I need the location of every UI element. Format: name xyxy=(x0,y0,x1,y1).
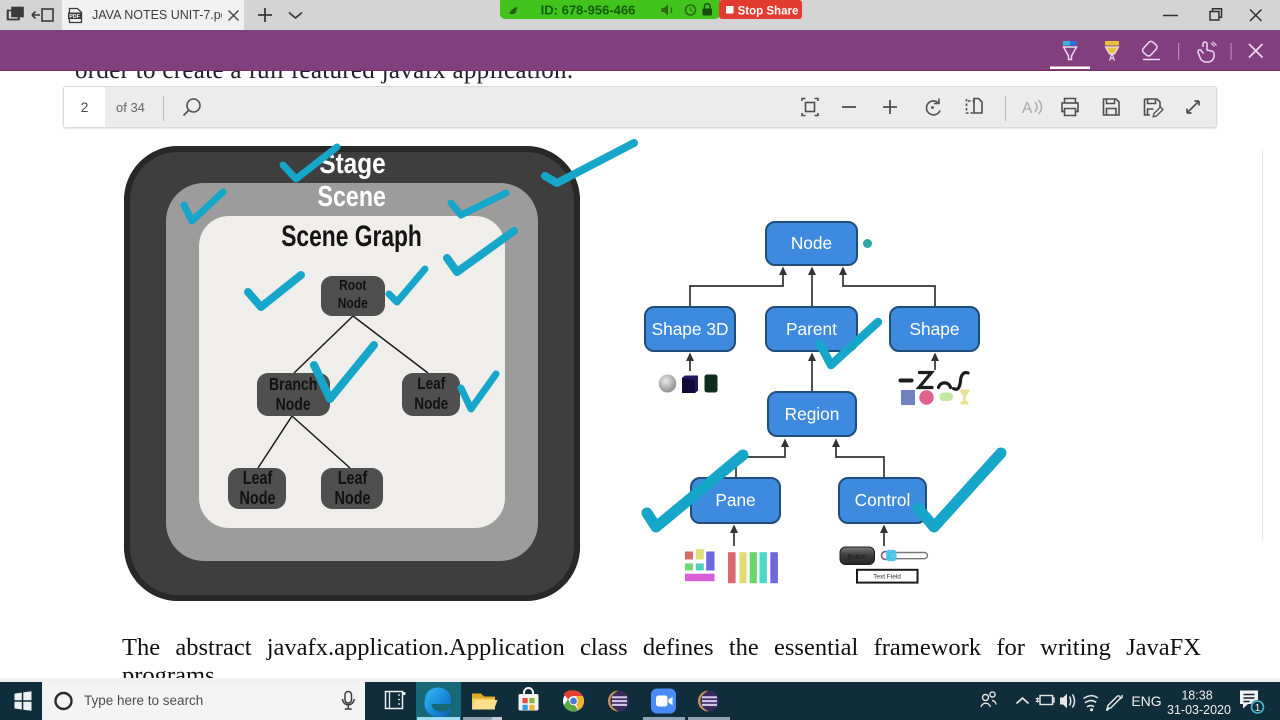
svg-text:Stop Share: Stop Share xyxy=(738,5,799,17)
svg-text:A: A xyxy=(1022,100,1033,117)
svg-text:ID: 678-956-466: ID: 678-956-466 xyxy=(541,3,636,18)
svg-text:Button: Button xyxy=(848,554,867,561)
svg-text:PDF: PDF xyxy=(69,14,80,20)
svg-text:18:38: 18:38 xyxy=(1181,689,1212,703)
svg-text:ENG: ENG xyxy=(1131,693,1161,709)
svg-text:Text Field: Text Field xyxy=(873,574,901,581)
svg-text:1: 1 xyxy=(1255,702,1261,714)
svg-text:31-03-2020: 31-03-2020 xyxy=(1167,703,1231,717)
svg-text:A: A xyxy=(1109,53,1116,63)
